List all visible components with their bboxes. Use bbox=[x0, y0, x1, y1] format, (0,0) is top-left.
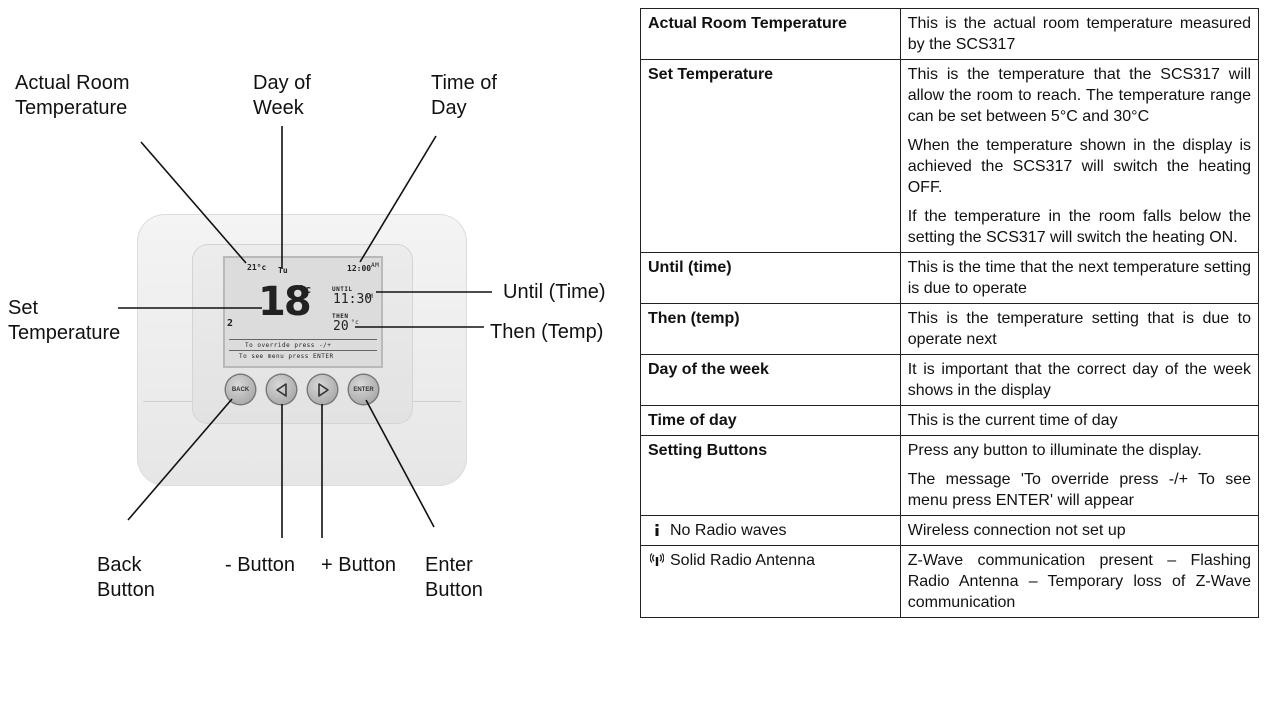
lcd-message-line2: To see menu press ENTER bbox=[239, 353, 334, 360]
table-description: Z-Wave communication present – Flashing … bbox=[899, 545, 1260, 618]
callout-back-button: Back Button bbox=[97, 553, 155, 603]
callout-time-of-day: Time of Day bbox=[431, 71, 497, 121]
callout-leader-lines bbox=[118, 126, 492, 538]
description-paragraph: If the temperature in the room falls bel… bbox=[907, 208, 1251, 246]
table-term-cell: Solid Radio Antenna bbox=[640, 545, 901, 618]
description-paragraph: Z-Wave communication present – Flashing … bbox=[907, 552, 1251, 611]
callout-line: Week bbox=[253, 97, 304, 119]
lcd-set-temperature: 18 bbox=[258, 279, 312, 325]
table-description: Wireless connection not set up bbox=[899, 515, 1260, 546]
enter-button[interactable]: ENTER bbox=[349, 375, 378, 404]
leader-time-of-day bbox=[359, 135, 437, 263]
enter-button-label: ENTER bbox=[353, 386, 374, 393]
table-term: Then (temp) bbox=[640, 303, 901, 355]
lcd-divider-top bbox=[229, 339, 377, 340]
callout-until-time: Until (Time) bbox=[503, 281, 606, 303]
table-description: This is the temperature setting that is … bbox=[899, 303, 1260, 355]
table-row: Until (time) This is the time that the n… bbox=[640, 252, 1260, 304]
callout-then-temp: Then (Temp) bbox=[490, 321, 604, 343]
leader-back-button bbox=[127, 398, 233, 521]
description-paragraph: This is the temperature setting that is … bbox=[907, 310, 1251, 348]
radio-antenna-icon bbox=[648, 550, 666, 571]
leader-enter-button bbox=[365, 399, 435, 528]
callout-line: Day of bbox=[253, 72, 311, 94]
callout-line: Button bbox=[425, 579, 483, 601]
lcd-message-line1: To override press -/+ bbox=[245, 342, 332, 349]
table-row: No Radio waves Wireless connection not s… bbox=[640, 515, 1260, 546]
table-row: Solid Radio Antenna Z-Wave communication… bbox=[640, 545, 1260, 618]
lcd-time: 12:00 bbox=[347, 264, 372, 273]
table-term: Set Temperature bbox=[640, 59, 901, 253]
lcd-until-ampm: AM bbox=[365, 293, 374, 300]
lcd-until-time: 11:30 bbox=[333, 292, 373, 307]
lcd-until-label: UNTIL bbox=[332, 286, 353, 293]
table-row: Set Temperature This is the temperature … bbox=[640, 59, 1260, 253]
lcd-set-temperature-unit: °c bbox=[298, 283, 312, 296]
lcd-then-unit: °c bbox=[351, 319, 360, 326]
lcd-day: Tu bbox=[278, 266, 288, 275]
plus-button[interactable] bbox=[308, 375, 337, 404]
description-paragraph: This is the time that the next temperatu… bbox=[907, 259, 1251, 297]
callout-line: Enter bbox=[425, 554, 473, 576]
lcd-divider-middle bbox=[229, 350, 377, 351]
lcd-program-number: 2 bbox=[227, 318, 234, 329]
callout-line: Day bbox=[431, 97, 467, 119]
description-paragraph: The message 'To override press -/+ To se… bbox=[907, 471, 1251, 509]
callout-set-temperature: Set Temperature bbox=[8, 296, 120, 346]
table-term: Until (time) bbox=[640, 252, 901, 304]
table-term: Actual Room Temperature bbox=[640, 8, 901, 60]
callout-line: Temperature bbox=[8, 322, 121, 344]
triangle-right-icon bbox=[317, 382, 329, 397]
callout-actual-room-temperature: Actual Room Temperature bbox=[15, 71, 130, 121]
description-paragraph: It is important that the correct day of … bbox=[907, 361, 1251, 399]
description-paragraph: Press any button to illuminate the displ… bbox=[907, 442, 1202, 459]
description-paragraph: Wireless connection not set up bbox=[907, 522, 1126, 539]
table-row: Day of the week It is important that the… bbox=[640, 354, 1260, 406]
callout-line: Temperature bbox=[15, 97, 128, 119]
description-paragraph: When the temperature shown in the displa… bbox=[907, 137, 1251, 196]
lcd-display: 21°c Tu 12:00 AM 18 °c 2 UNTIL 11:30 AM … bbox=[223, 256, 383, 368]
signal-bar-icon bbox=[648, 520, 666, 541]
table-description: This is the time that the next temperatu… bbox=[899, 252, 1260, 304]
table-term-cell: No Radio waves bbox=[640, 515, 901, 546]
table-description: Press any button to illuminate the displ… bbox=[899, 435, 1260, 516]
triangle-left-icon bbox=[275, 382, 287, 397]
callout-line: Actual Room bbox=[15, 72, 130, 94]
callout-line: Button bbox=[97, 579, 155, 601]
table-term: Setting Buttons bbox=[640, 435, 901, 516]
description-paragraph: This is the actual room temperature meas… bbox=[907, 15, 1251, 53]
back-button-label: BACK bbox=[231, 386, 250, 393]
table-description: It is important that the correct day of … bbox=[899, 354, 1260, 406]
table-term: Time of day bbox=[640, 405, 901, 436]
table-row: Actual Room Temperature This is the actu… bbox=[640, 8, 1260, 60]
description-paragraph: This is the current time of day bbox=[907, 412, 1118, 429]
callout-line: Back bbox=[97, 554, 142, 576]
table-description: This is the current time of day bbox=[899, 405, 1260, 436]
callout-line: Time of bbox=[431, 72, 497, 94]
lcd-then-label: THEN bbox=[332, 313, 349, 320]
callout-plus-button: + Button bbox=[321, 554, 397, 576]
table-term: Solid Radio Antenna bbox=[670, 552, 815, 569]
lcd-room-temperature: 21°c bbox=[247, 263, 267, 272]
callout-minus-button: - Button bbox=[225, 554, 296, 576]
table-term: No Radio waves bbox=[670, 522, 787, 539]
leader-actual-room bbox=[140, 141, 247, 264]
table-row: Then (temp) This is the temperature sett… bbox=[640, 303, 1260, 355]
lcd-then-temp: 20 bbox=[333, 319, 349, 334]
table-description: This is the temperature that the SCS317 … bbox=[899, 59, 1260, 253]
callout-line: Set bbox=[8, 297, 39, 319]
minus-button[interactable] bbox=[267, 375, 296, 404]
callout-day-of-week: Day of Week bbox=[253, 71, 311, 121]
table-row: Time of day This is the current time of … bbox=[640, 405, 1260, 436]
lcd-time-ampm: AM bbox=[371, 262, 380, 269]
callout-enter-button: Enter Button bbox=[425, 553, 483, 603]
description-paragraph: This is the temperature that the SCS317 … bbox=[907, 66, 1251, 125]
table-term: Day of the week bbox=[640, 354, 901, 406]
feature-description-table: Actual Room Temperature This is the actu… bbox=[640, 8, 1260, 618]
table-description: This is the actual room temperature meas… bbox=[899, 8, 1260, 60]
table-row: Setting Buttons Press any button to illu… bbox=[640, 435, 1260, 516]
